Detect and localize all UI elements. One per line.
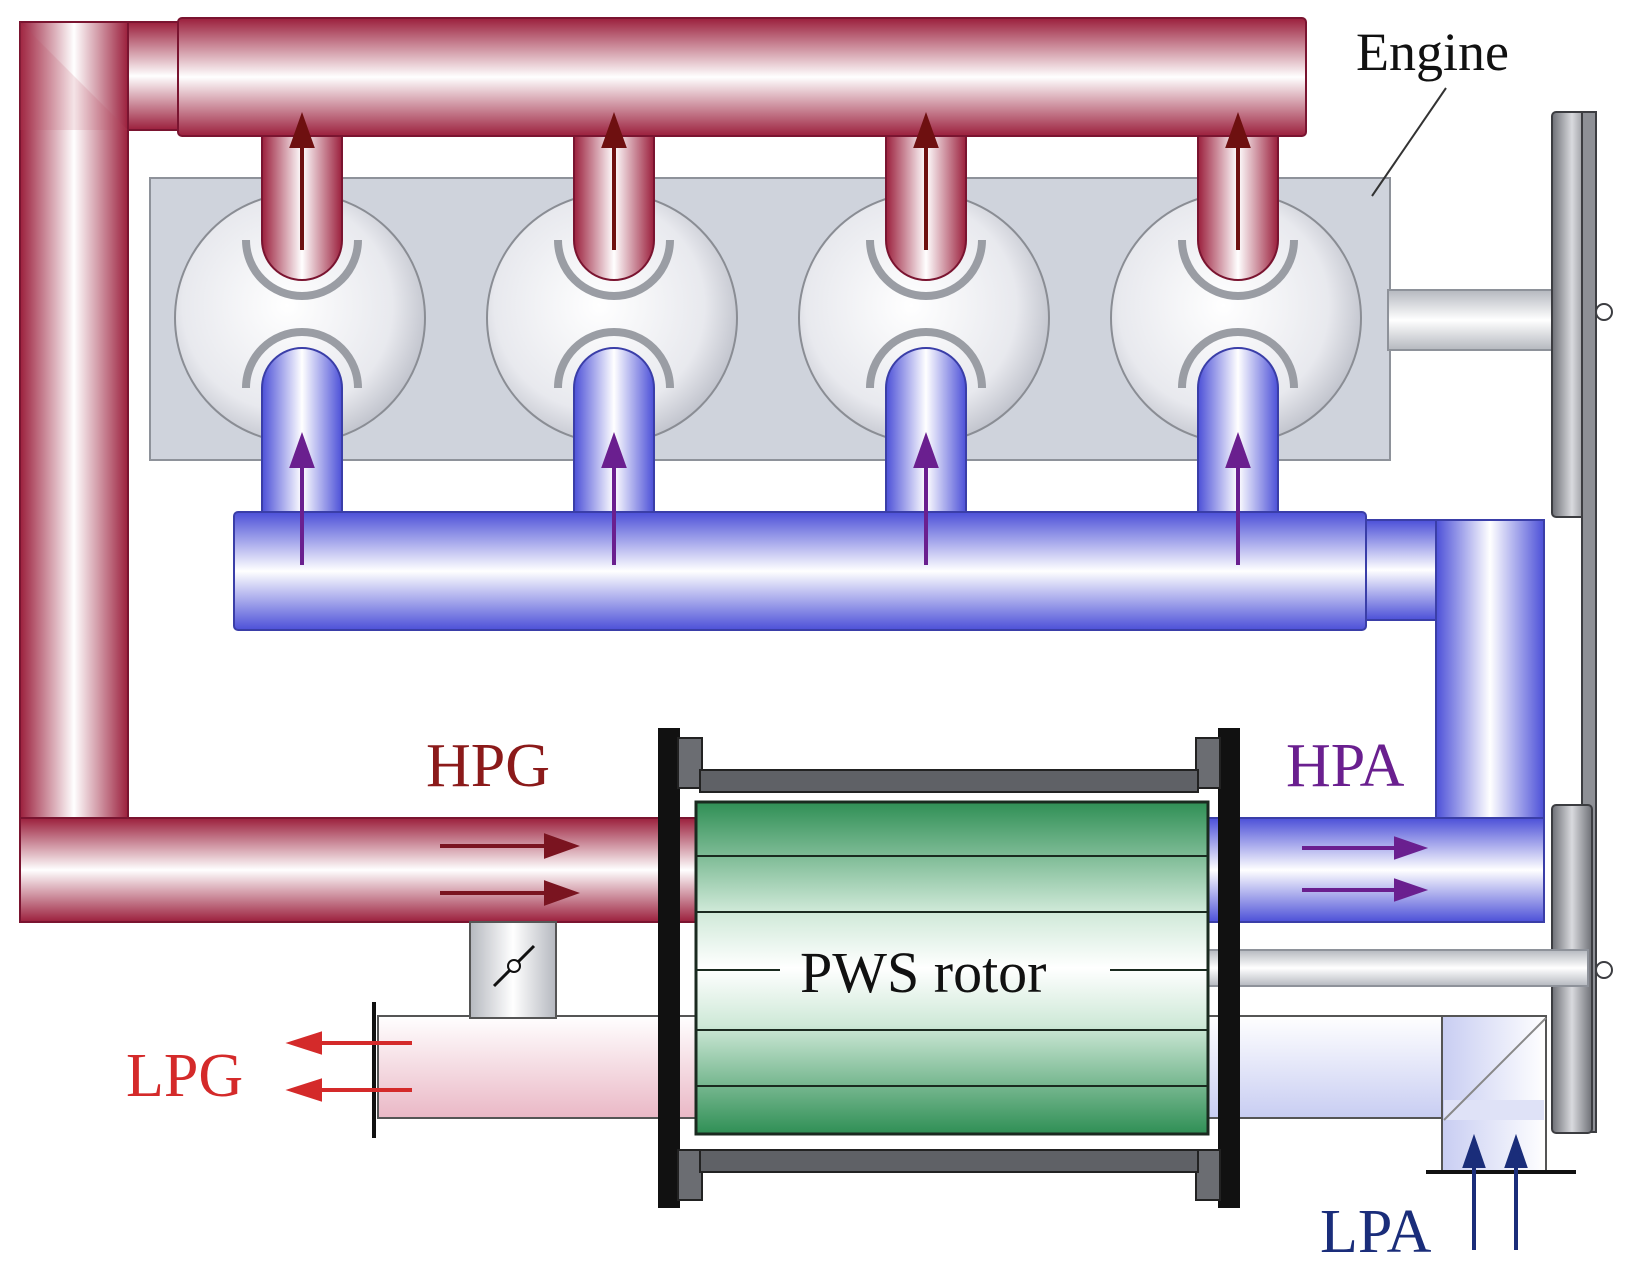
hpg-flow-arrows: [440, 833, 580, 906]
lpg-label: LPG: [126, 1042, 243, 1110]
rotor-drive-shaft: [1207, 949, 1589, 987]
exhaust-return-pipe: [19, 21, 697, 923]
hpg-label: HPG: [426, 732, 550, 800]
engine-drive-shaft: [1387, 289, 1561, 351]
engine-callout-line: [1371, 87, 1447, 197]
pws-rotor-label: PWS rotor: [800, 940, 1047, 1005]
intake-runner-arrows: [289, 432, 1251, 565]
wastegate: [469, 921, 557, 1019]
lp-air-inlet-pipe: [1207, 1015, 1576, 1174]
pws-rotor-assembly: [658, 728, 1240, 1208]
lpg-flow-arrows: [285, 1031, 412, 1102]
lpa-label: LPA: [1320, 1198, 1432, 1266]
intake-manifold: [233, 511, 1545, 923]
exhaust-manifold: [177, 17, 1307, 137]
lpa-flow-arrows: [1462, 1133, 1528, 1250]
exhaust-runner-arrows: [289, 112, 1251, 250]
throttle-valve-icon: [492, 944, 536, 988]
engine-cylinders: [174, 192, 1362, 444]
lp-gas-outlet-pipe: [372, 1002, 699, 1138]
hpa-label: HPA: [1286, 732, 1405, 800]
hpa-flow-arrows: [1302, 836, 1429, 902]
engine-label: Engine: [1356, 22, 1509, 82]
